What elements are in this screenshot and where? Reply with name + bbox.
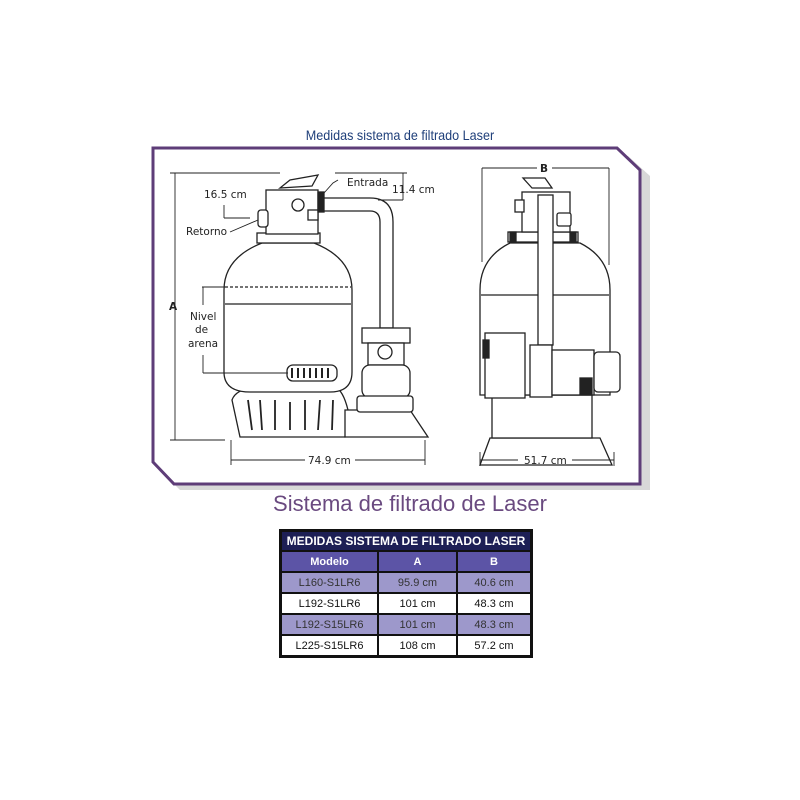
valve-handle: [277, 174, 320, 189]
width-b-label: B: [540, 163, 548, 175]
front-width-label: 74.9 cm: [308, 455, 351, 467]
filter-tank: [223, 242, 353, 393]
inlet-height-label: 11.4 cm: [392, 184, 435, 196]
pump-lid: [361, 327, 411, 344]
subtitle: Sistema de filtrado de Laser: [273, 491, 547, 516]
cell-b: 57.2 cm: [456, 634, 533, 658]
dimensions-table: MEDIDAS SISTEMA DE FILTRADO LASER Modelo…: [279, 529, 533, 658]
cell-model: L192-S15LR6: [279, 613, 379, 636]
inlet-label: Entrada: [347, 177, 388, 189]
table-title: MEDIDAS SISTEMA DE FILTRADO LASER: [279, 529, 533, 552]
pump-body: [361, 364, 411, 399]
cell-b: 48.3 cm: [456, 592, 533, 615]
table-row: L192-S1LR6 101 cm 48.3 cm: [279, 592, 533, 615]
cell-model: L225-S15LR6: [279, 634, 379, 658]
dimension-lines: [170, 167, 615, 466]
sand-level-label-1: Nivel: [190, 311, 216, 323]
cell-b: 48.3 cm: [456, 613, 533, 636]
header-model: Modelo: [279, 550, 379, 573]
cell-a: 101 cm: [377, 613, 458, 636]
cell-a: 95.9 cm: [377, 571, 458, 594]
drain-valve: [286, 364, 338, 382]
cell-a: 101 cm: [377, 592, 458, 615]
cell-model: L192-S1LR6: [279, 592, 379, 615]
cell-a: 108 cm: [377, 634, 458, 658]
sand-level-label-3: arena: [188, 338, 218, 350]
side-pipe: [537, 194, 554, 346]
header-b: B: [456, 550, 533, 573]
valve-height-label: 16.5 cm: [204, 189, 247, 201]
front-view: [223, 174, 430, 438]
header-a: A: [377, 550, 458, 573]
table-row: L192-S15LR6 101 cm 48.3 cm: [279, 613, 533, 636]
return-label: Retorno: [186, 226, 227, 238]
table-row: L160-S1LR6 95.9 cm 40.6 cm: [279, 571, 533, 594]
side-width-label: 51.7 cm: [524, 455, 567, 467]
side-pump-strainer: [484, 332, 526, 399]
side-view: [479, 177, 621, 466]
side-valve-handle: [521, 177, 554, 189]
cell-b: 40.6 cm: [456, 571, 533, 594]
pump-motor: [593, 351, 621, 393]
sand-level-label-2: de: [195, 324, 208, 336]
return-port: [257, 209, 269, 228]
cell-model: L160-S1LR6: [279, 571, 379, 594]
diagram-title: Medidas sistema de filtrado Laser: [305, 127, 495, 143]
table-row: L225-S15LR6 108 cm 57.2 cm: [279, 634, 533, 658]
height-a-label: A: [169, 301, 178, 313]
